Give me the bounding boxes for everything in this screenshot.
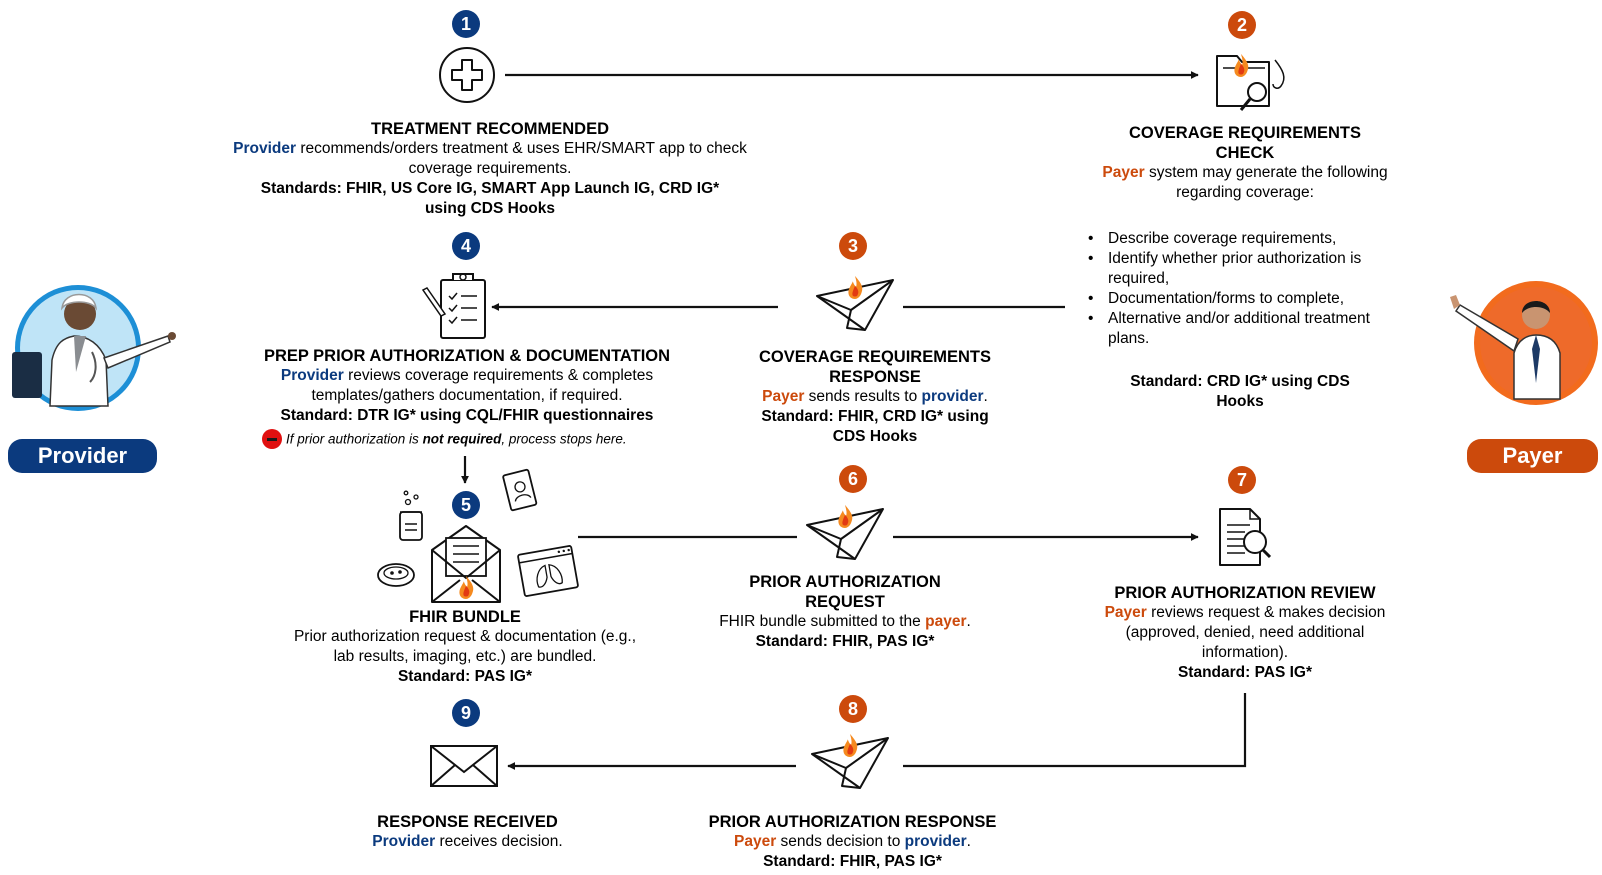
step-2-bullets: Describe coverage requirements, Identify… — [1080, 229, 1390, 349]
step-5-marker: 5 — [452, 491, 480, 519]
step-2-bullet: Documentation/forms to complete, — [1080, 289, 1390, 309]
step-9-actor: Provider — [372, 833, 436, 850]
step-4-actor: Provider — [280, 367, 344, 384]
paper-plane-fhir-icon — [806, 504, 884, 560]
step-4-standard: Standard: DTR IG* using CQL/FHIR questio… — [280, 407, 654, 424]
step-8-desc: sends decision to — [776, 833, 905, 850]
step-4-note-pre: If prior authorization is — [286, 431, 423, 447]
step-2-bullet: Describe coverage requirements, — [1080, 229, 1390, 249]
step-8-text: PRIOR AUTHORIZATION RESPONSE Payer sends… — [670, 812, 1035, 872]
svg-text:2: 2 — [1237, 15, 1247, 35]
provider-badge: Provider — [8, 439, 157, 473]
medical-cross-icon — [439, 47, 495, 103]
step-2-bullet: Identify whether prior authorization is … — [1080, 249, 1390, 289]
step-5-desc: Prior authorization request & documentat… — [293, 628, 637, 665]
step-number-markers: 1 2 3 4 5 6 7 8 9 — [452, 10, 1256, 727]
step-2-standard: Standard: CRD IG* using CDS Hooks — [1130, 373, 1350, 410]
step-7-marker: 7 — [1228, 466, 1256, 494]
step-3-actor: Payer — [762, 388, 805, 405]
step-6-text: PRIOR AUTHORIZATION REQUEST FHIR bundle … — [705, 572, 985, 652]
svg-text:5: 5 — [461, 495, 471, 515]
step-2-title: COVERAGE REQUIREMENTS CHECK — [1129, 124, 1361, 162]
svg-text:8: 8 — [848, 699, 858, 719]
step-8-title: PRIOR AUTHORIZATION RESPONSE — [708, 813, 997, 831]
step-8-actor: Payer — [734, 833, 777, 850]
step-1-desc: recommends/orders treatment & uses EHR/S… — [296, 140, 747, 177]
payer-avatar — [1450, 281, 1598, 405]
step-4-desc: reviews coverage requirements & complete… — [311, 367, 654, 404]
step-9-text: RESPONSE RECEIVED Provider receives deci… — [335, 812, 600, 852]
step-1-standard: Standards: FHIR, US Core IG, SMART App L… — [260, 180, 720, 217]
step-5-standard: Standard: PAS IG* — [397, 668, 533, 685]
step-1-title: TREATMENT RECOMMENDED — [370, 120, 610, 138]
step-3-title: COVERAGE REQUIREMENTS RESPONSE — [759, 348, 991, 386]
step-9-title: RESPONSE RECEIVED — [377, 813, 558, 831]
stop-icon — [262, 429, 282, 449]
step-4-text: PREP PRIOR AUTHORIZATION & DOCUMENTATION… — [222, 346, 712, 426]
paper-plane-fhir-icon — [816, 275, 894, 331]
step-4-stop-note: If prior authorization is not required, … — [262, 429, 702, 450]
step-2-marker: 2 — [1228, 11, 1256, 39]
step-3-standard: Standard: FHIR, CRD IG* using CDS Hooks — [761, 408, 989, 445]
envelope-fhir-icon — [431, 525, 501, 603]
step-1-text: TREATMENT RECOMMENDED Provider recommend… — [230, 119, 750, 219]
step-2-standard-block: Standard: CRD IG* using CDS Hooks — [1110, 372, 1370, 412]
svg-text:6: 6 — [848, 469, 858, 489]
step-6-tail: . — [966, 613, 971, 630]
svg-text:7: 7 — [1237, 470, 1247, 490]
clipboard-checklist-icon — [421, 273, 486, 339]
step-8-target: provider — [904, 833, 967, 850]
step-3-marker: 3 — [839, 232, 867, 260]
step-9-marker: 9 — [452, 699, 480, 727]
step-6-title: PRIOR AUTHORIZATION REQUEST — [749, 573, 941, 611]
step-2-text: COVERAGE REQUIREMENTS CHECK Payer system… — [1095, 123, 1395, 203]
lab-beaker-icon — [399, 490, 423, 541]
id-card-icon — [502, 468, 538, 512]
step-9-desc: receives decision. — [435, 833, 563, 850]
document-search-icon — [1219, 508, 1272, 566]
line-7-to-8 — [903, 693, 1247, 768]
step-3-desc: sends results to — [804, 388, 922, 405]
step-4-marker: 4 — [452, 232, 480, 260]
step-3-target: provider — [921, 388, 984, 405]
step-1-actor: Provider — [233, 140, 297, 157]
step-6-desc: FHIR bundle submitted to the — [719, 613, 926, 630]
folder-search-icon — [1216, 53, 1285, 111]
step-5-title: FHIR BUNDLE — [409, 608, 521, 626]
petri-dish-icon — [377, 563, 415, 587]
step-6-target: payer — [925, 613, 967, 630]
step-8-tail: . — [966, 833, 971, 850]
envelope-icon — [430, 745, 498, 787]
step-4-title: PREP PRIOR AUTHORIZATION & DOCUMENTATION — [263, 347, 671, 365]
step-6-marker: 6 — [839, 465, 867, 493]
step-2-actor: Payer — [1102, 164, 1145, 181]
paper-plane-fhir-icon — [811, 733, 889, 789]
step-8-marker: 8 — [839, 695, 867, 723]
provider-avatar — [12, 285, 176, 411]
step-7-actor: Payer — [1104, 604, 1147, 621]
svg-text:9: 9 — [461, 703, 471, 723]
step-7-desc: reviews request & makes decision (approv… — [1125, 604, 1386, 661]
step-2-bullet: Alternative and/or additional treatment … — [1080, 309, 1390, 349]
svg-text:1: 1 — [461, 14, 471, 34]
step-3-text: COVERAGE REQUIREMENTS RESPONSE Payer sen… — [735, 347, 1015, 447]
lung-imaging-icon — [517, 545, 579, 597]
step-1-marker: 1 — [452, 10, 480, 38]
step-4-note-post: , process stops here. — [501, 431, 627, 447]
step-4-note-bold: not required — [422, 431, 502, 447]
connectors — [461, 71, 1247, 770]
payer-badge: Payer — [1467, 439, 1598, 473]
svg-text:4: 4 — [461, 236, 471, 256]
step-8-standard: Standard: FHIR, PAS IG* — [763, 853, 942, 870]
step-5-text: FHIR BUNDLE Prior authorization request … — [290, 607, 640, 687]
step-7-title: PRIOR AUTHORIZATION REVIEW — [1114, 584, 1376, 602]
step-7-standard: Standard: PAS IG* — [1177, 664, 1313, 681]
step-2-desc: system may generate the following regard… — [1144, 164, 1388, 201]
step-3-tail: . — [983, 388, 988, 405]
step-6-standard: Standard: FHIR, PAS IG* — [755, 633, 935, 650]
svg-text:3: 3 — [848, 236, 858, 256]
step-7-text: PRIOR AUTHORIZATION REVIEW Payer reviews… — [1085, 583, 1405, 683]
